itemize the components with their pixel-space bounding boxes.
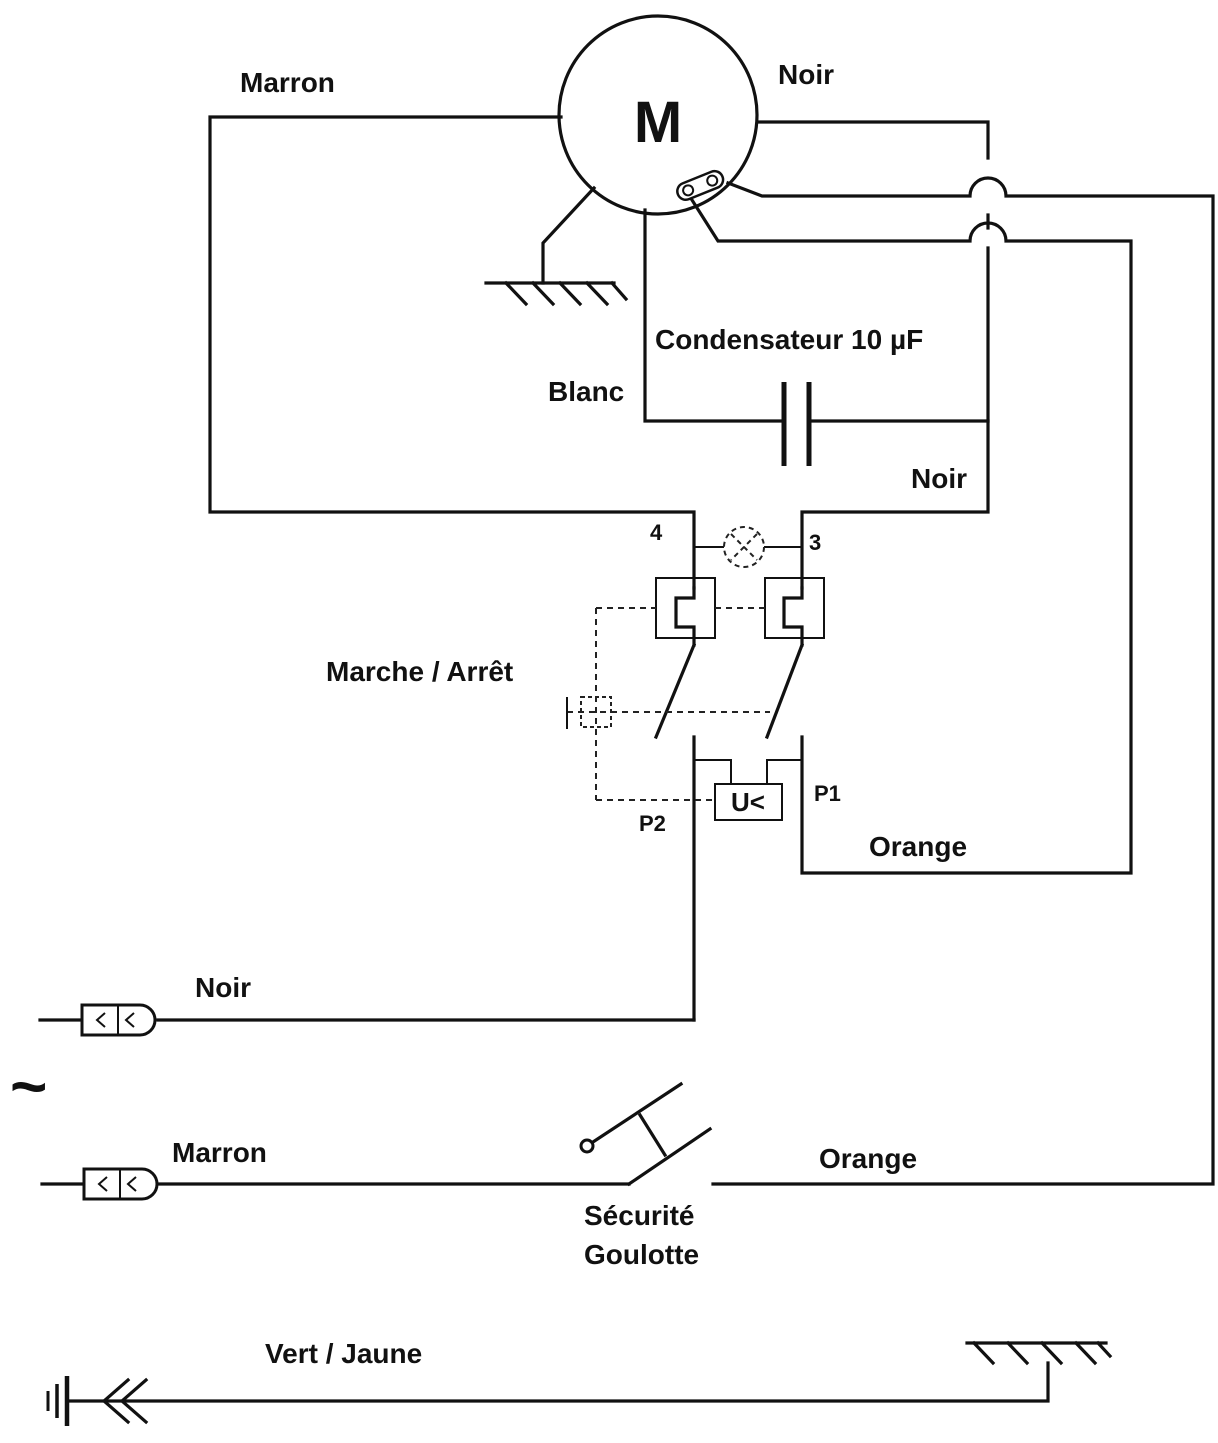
label-noir-top: Noir: [778, 59, 834, 90]
label-orange-bottom: Orange: [819, 1143, 917, 1174]
capacitor-symbol: [781, 382, 812, 466]
label-marron-top: Marron: [240, 67, 335, 98]
wire-marron-motor: [208, 115, 696, 590]
plug-noir-symbol: [38, 1003, 157, 1037]
label-goulotte: Goulotte: [584, 1239, 699, 1270]
wire-noir-to-switch: [800, 246, 990, 590]
label-terminal-4: 4: [650, 520, 663, 545]
earth-ground-symbol: [965, 1340, 1113, 1366]
wire-orange-protector-safety: [711, 176, 1215, 1186]
label-tilde: ~: [10, 1050, 47, 1122]
label-noir-plug: Noir: [195, 972, 251, 1003]
label-blanc: Blanc: [548, 376, 624, 407]
wire-vert-jaune: [65, 1361, 1050, 1403]
label-noir-capacitor: Noir: [911, 463, 967, 494]
plug-marron-symbol: [40, 1167, 159, 1201]
label-condensateur: Condensateur 10 µF: [655, 324, 923, 355]
wire-noir-motor: [756, 120, 990, 160]
label-p1: P1: [814, 781, 841, 806]
motor-circle: [557, 14, 759, 216]
motor-symbol: M: [634, 90, 682, 155]
label-marche-arret: Marche / Arrêt: [326, 656, 513, 687]
label-p2: P2: [639, 811, 666, 836]
label-securite: Sécurité: [584, 1200, 695, 1231]
label-terminal-3: 3: [809, 530, 821, 555]
safety-switch-symbol: [579, 1081, 713, 1187]
motor-ground-symbol: [484, 185, 629, 307]
undervoltage-label: U<: [731, 787, 765, 817]
thermal-protector-symbol: [676, 169, 725, 202]
wire-orange-protector-p1: [689, 197, 1133, 875]
wire-blanc: [643, 208, 786, 423]
label-vert-jaune: Vert / Jaune: [265, 1338, 422, 1369]
earth-plug-symbol: [46, 1376, 149, 1426]
label-orange-right: Orange: [869, 831, 967, 862]
on-off-switch-symbol: [566, 526, 825, 1022]
label-marron-plug: Marron: [172, 1137, 267, 1168]
